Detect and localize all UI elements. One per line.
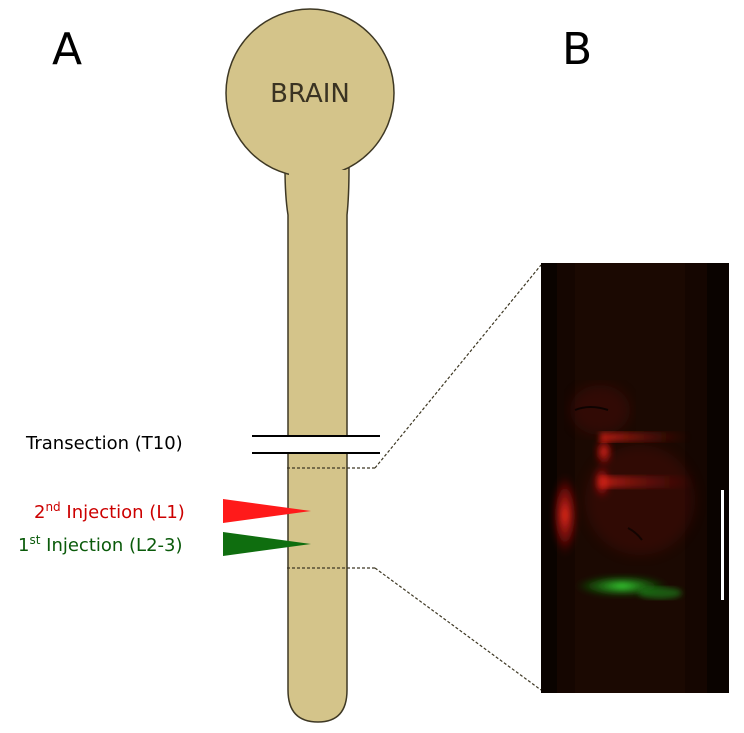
panel-label-b: B (562, 24, 592, 75)
second-injection-ordinal: nd (45, 500, 60, 514)
first-injection-text: Injection (L2-3) (40, 535, 182, 556)
zoom-line-top (374, 264, 542, 469)
micrograph (541, 263, 729, 693)
cns-schematic: BRAIN (223, 8, 395, 723)
green-label-signal (574, 575, 682, 599)
scale-bar (721, 490, 724, 600)
transection-gap (252, 436, 380, 453)
second-injection-label: 2nd Injection (L1) (34, 500, 185, 523)
second-injection-number: 2 (34, 502, 45, 523)
first-injection-label: 1st Injection (L2-3) (18, 533, 183, 556)
brain-label: BRAIN (270, 79, 350, 109)
zoom-line-bottom (374, 567, 542, 691)
first-injection-marker (223, 532, 311, 556)
first-injection-ordinal: st (29, 533, 40, 547)
red-label-signal (551, 385, 695, 557)
second-injection-text: Injection (L1) (61, 502, 185, 523)
panel-label-a: A (52, 24, 82, 75)
second-injection-marker (223, 499, 311, 523)
first-injection-number: 1 (18, 535, 29, 556)
transection-label: Transection (T10) (25, 433, 183, 454)
